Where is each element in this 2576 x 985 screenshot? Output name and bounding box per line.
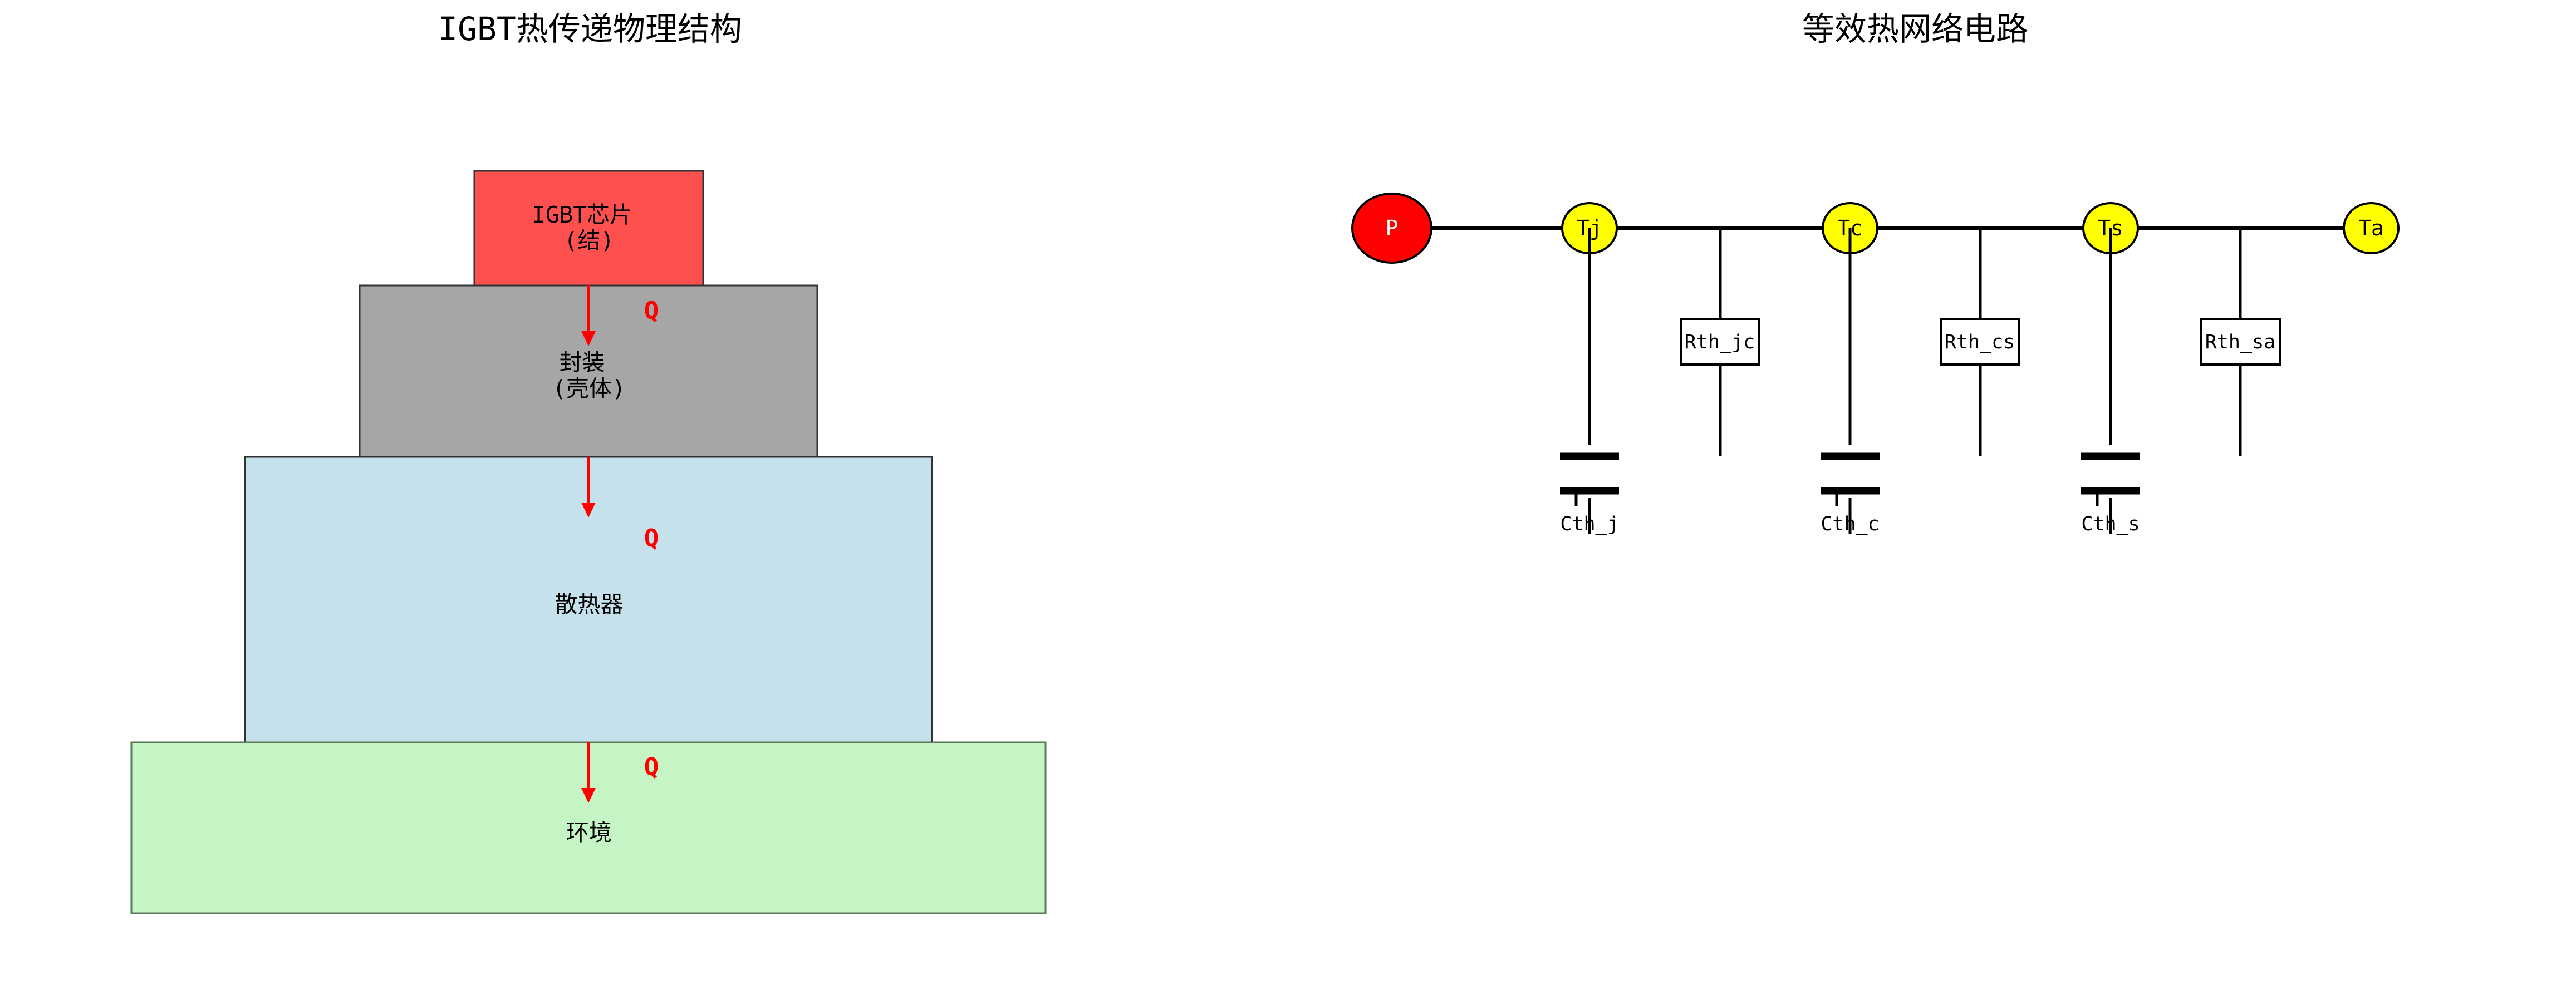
temperature-node-ta-label: Ta bbox=[2358, 216, 2384, 240]
resistor-rth-sa-box bbox=[2200, 318, 2281, 366]
layer-package-label-line2: (壳体) bbox=[552, 375, 625, 402]
resistor-rth-sa: Rth_sa bbox=[2200, 228, 2281, 456]
temperature-node-tj: Tj bbox=[1561, 202, 1618, 254]
layer-package-label-line1: 封装 bbox=[560, 349, 605, 376]
physical-structure-panel: IGBT热传递物理结构 IGBT芯片 (结) 封装 (壳体) 散热器 环境 bbox=[130, 10, 1047, 914]
resistor-rth-cs: Rth_cs bbox=[1940, 228, 2020, 456]
layer-chip-label-line1: IGBT芯片 bbox=[532, 201, 632, 228]
svg-text:封装 (壳体): 封装 (壳体) bbox=[552, 349, 625, 402]
heat-flow-label-3: Q bbox=[644, 753, 659, 781]
resistor-rth-sa-label: Rth_sa bbox=[2205, 331, 2275, 353]
layer-chip: IGBT芯片 (结) bbox=[473, 170, 704, 287]
capacitor-cth-c-label: Cth_c bbox=[1821, 513, 1879, 535]
capacitor-cth-j-label: Cth_j bbox=[1560, 513, 1618, 535]
resistor-rth-cs-label: Rth_cs bbox=[1945, 331, 2015, 353]
thermal-network-title: 等效热网络电路 bbox=[1802, 10, 2028, 48]
power-source-circle bbox=[1351, 193, 1432, 264]
arrowhead-icon bbox=[581, 503, 596, 518]
layer-ambient-label: 环境 bbox=[566, 819, 612, 846]
power-source-node: P bbox=[1351, 193, 1432, 264]
heat-flow-arrow-3: Q bbox=[581, 742, 659, 803]
resistor-rth-jc: Rth_jc bbox=[1680, 228, 1760, 456]
thermal-network-panel: 等效热网络电路 Rth_jc Rth_cs Rth_sa bbox=[1351, 10, 2400, 535]
layer-heatsink-label: 散热器 bbox=[555, 591, 624, 618]
resistor-rth-cs-box bbox=[1940, 318, 2020, 366]
resistor-rth-jc-box bbox=[1680, 318, 1760, 366]
physical-structure-title: IGBT热传递物理结构 bbox=[438, 10, 742, 48]
capacitor-cth-c: Cth_c bbox=[1821, 452, 1880, 535]
arrowhead-icon bbox=[581, 331, 596, 346]
arrowhead-icon bbox=[581, 788, 596, 803]
heat-flow-label-2: Q bbox=[644, 524, 659, 553]
capacitor-cth-s: Cth_s bbox=[2081, 452, 2140, 535]
capacitor-cth-j: Cth_j bbox=[1560, 452, 1619, 535]
temperature-node-tc: Tc bbox=[1822, 202, 1878, 254]
capacitor-cth-s-label: Cth_s bbox=[2081, 513, 2140, 535]
temperature-node-ta-circle bbox=[2343, 202, 2400, 254]
heat-flow-arrow-1: Q bbox=[581, 285, 659, 346]
power-source-label: P bbox=[1386, 216, 1399, 240]
heat-flow-label-1: Q bbox=[644, 297, 659, 325]
layer-chip-label-line2: (结) bbox=[564, 227, 614, 254]
resistor-rth-jc-label: Rth_jc bbox=[1685, 331, 1755, 353]
svg-text:IGBT芯片 (结): IGBT芯片 (结) bbox=[532, 201, 646, 254]
temperature-node-ta: Ta bbox=[2343, 202, 2400, 254]
temperature-node-ts: Ts bbox=[2082, 202, 2139, 254]
heat-flow-arrow-2: Q bbox=[581, 457, 659, 553]
layer-chip-box bbox=[473, 170, 704, 287]
